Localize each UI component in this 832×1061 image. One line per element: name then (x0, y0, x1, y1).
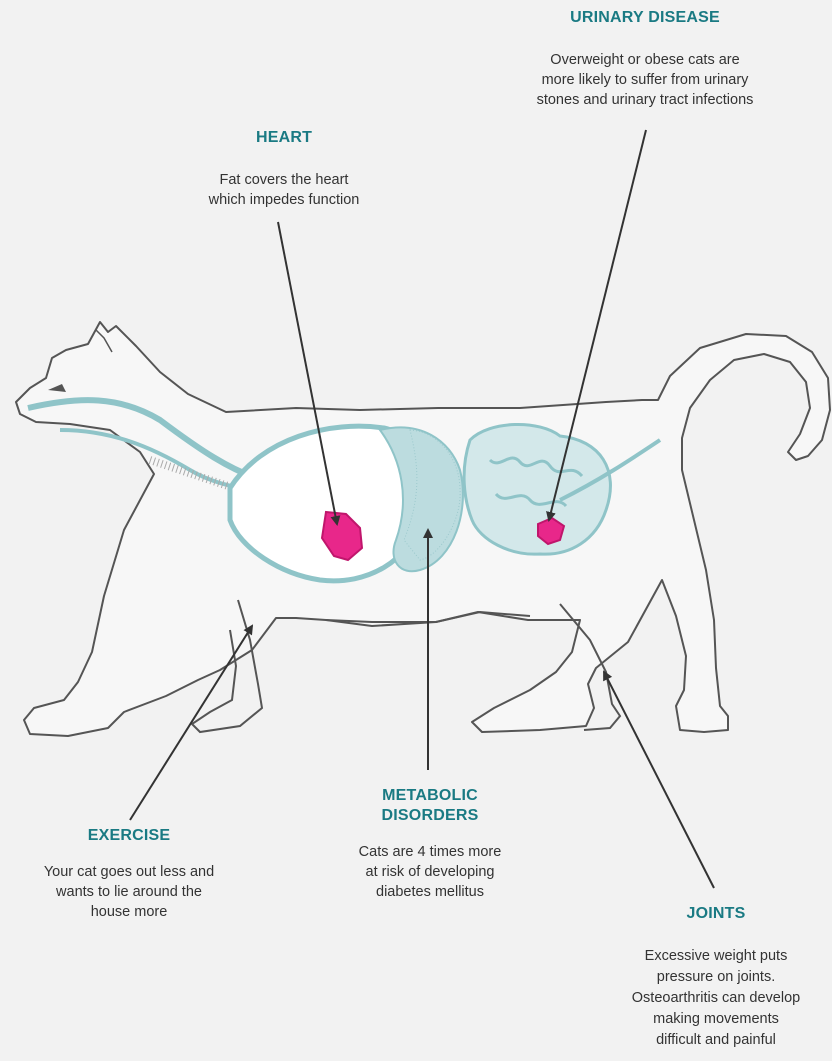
heart-description: Fat covers the heart which impedes funct… (150, 170, 418, 210)
urinary-disease-callout: URINARY DISEASE Overweight or obese cats… (485, 8, 805, 110)
joints-description: Excessive weight puts pressure on joints… (600, 946, 832, 1051)
urinary-disease-title: URINARY DISEASE (485, 8, 805, 28)
joints-title: JOINTS (600, 904, 832, 924)
urinary-disease-description: Overweight or obese cats are more likely… (485, 50, 805, 110)
exercise-title: EXERCISE (0, 826, 258, 846)
heart-callout: HEART Fat covers the heart which impedes… (150, 128, 418, 210)
exercise-description: Your cat goes out less and wants to lie … (0, 862, 258, 922)
exercise-callout: EXERCISE Your cat goes out less and want… (0, 826, 258, 922)
joints-callout: JOINTS Excessive weight puts pressure on… (600, 904, 832, 1051)
heart-title: HEART (150, 128, 418, 148)
metabolic-disorders-description: Cats are 4 times more at risk of develop… (296, 842, 564, 902)
metabolic-disorders-callout: METABOLIC DISORDERS Cats are 4 times mor… (296, 786, 564, 902)
metabolic-disorders-title: METABOLIC DISORDERS (296, 786, 564, 826)
